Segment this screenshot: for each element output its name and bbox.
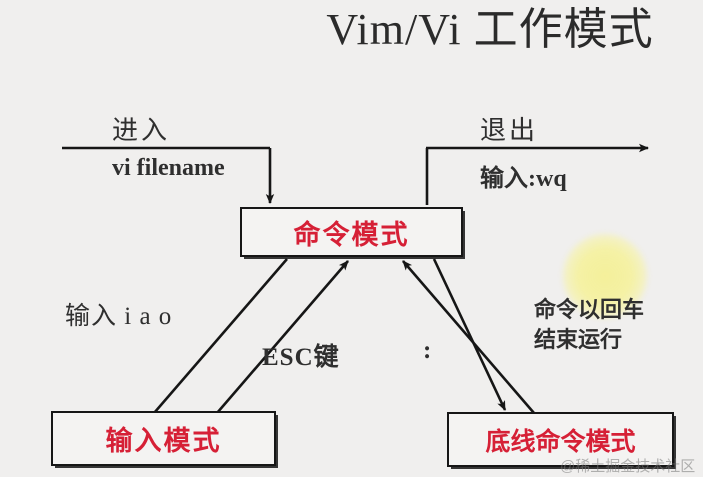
highlight-blob [563,234,647,318]
node-command-mode[interactable]: 命令模式 [240,207,463,257]
label-enter: 进入 [112,116,171,145]
label-input-iao: 输入 i a o [65,303,173,330]
page-title: Vim/Vi 工作模式 [326,5,654,54]
label-enter-key-note: 命令以回车 结束运行 [534,295,644,355]
node-command-mode-label: 命令模式 [293,219,410,250]
label-enter-key-note-line1: 命令以回车 [534,297,645,322]
label-colon: : [423,337,432,364]
label-vi-filename: vi filename [112,155,225,181]
node-insert-mode[interactable]: 输入模式 [51,411,276,466]
label-input-wq: 输入:wq [480,166,567,192]
node-lastline-mode-label: 底线命令模式 [485,428,636,456]
entry-arrow [62,146,275,204]
watermark: @稀土掘金技术社区 [560,458,696,475]
label-esc-key: ESC键 [262,344,340,371]
label-enter-key-note-line2: 结束运行 [534,327,623,352]
node-insert-mode-label: 输入模式 [105,426,222,456]
label-exit: 退出 [480,116,539,145]
node-lastline-mode[interactable]: 底线命令模式 [447,412,674,467]
arrow-command-to-lastline [432,258,507,411]
exit-arrow [425,143,649,205]
